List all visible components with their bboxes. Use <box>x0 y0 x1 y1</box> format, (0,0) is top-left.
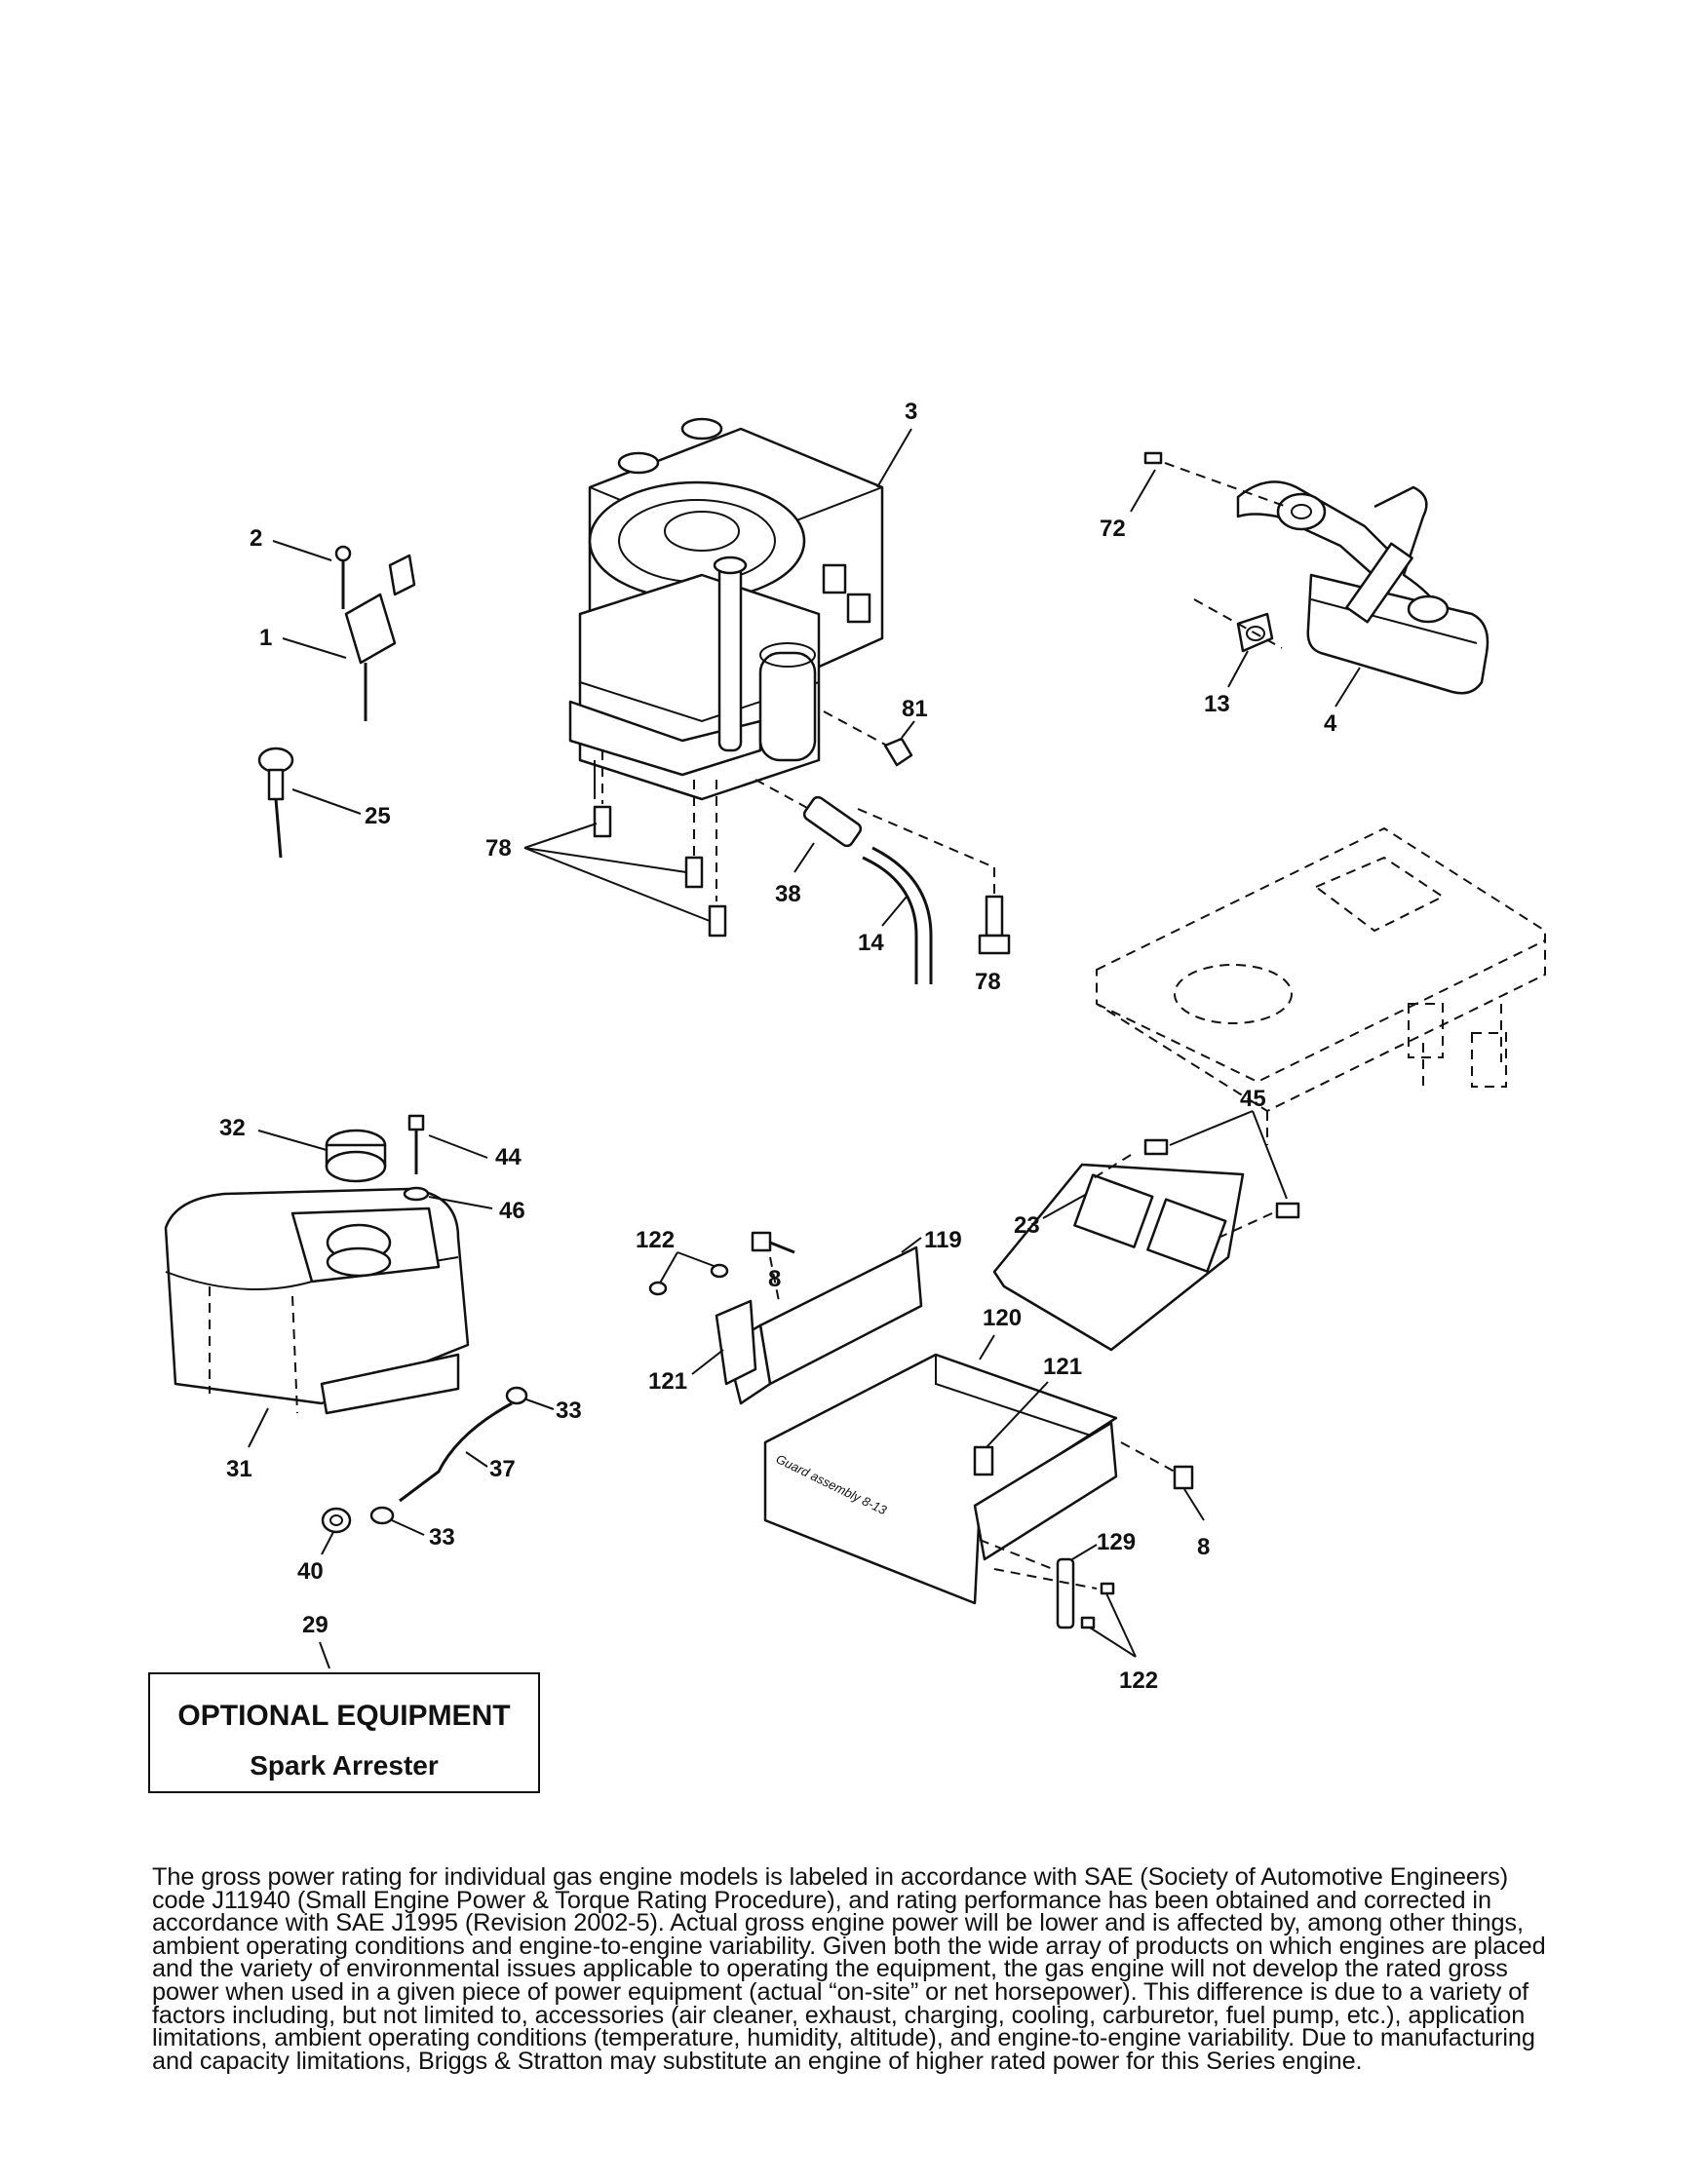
optional-equipment-item: Spark Arrester <box>250 1750 439 1781</box>
part-number-33-top: 33 <box>556 1398 582 1424</box>
part-number-121-right: 121 <box>1043 1354 1082 1380</box>
part-number-129: 129 <box>1097 1529 1136 1555</box>
part-number-44: 44 <box>495 1144 522 1170</box>
part-number-4: 4 <box>1324 710 1337 737</box>
power-rating-disclaimer: The gross power rating for individual ga… <box>152 1863 1546 2075</box>
part-number-29: 29 <box>302 1612 329 1638</box>
part-number-46: 46 <box>499 1198 525 1224</box>
part-number-45: 45 <box>1240 1086 1266 1112</box>
part-number-25: 25 <box>365 803 391 829</box>
part-number-119: 119 <box>924 1227 962 1253</box>
fuel-tank-illustration <box>164 1187 470 1415</box>
optional-equipment-box: OPTIONAL EQUIPMENT Spark Arrester <box>148 1672 540 1793</box>
engine-illustration <box>568 417 884 801</box>
part-number-120: 120 <box>983 1305 1022 1331</box>
part-number-78-right: 78 <box>975 969 1001 995</box>
plate-23-illustration <box>992 1163 1245 1352</box>
part-number-31: 31 <box>226 1456 252 1482</box>
part-number-8-upper: 8 <box>768 1266 781 1292</box>
part-number-32: 32 <box>219 1115 246 1141</box>
part-number-122-upper: 122 <box>636 1227 675 1253</box>
part-number-1: 1 <box>259 625 272 651</box>
part-number-78-left: 78 <box>485 835 512 862</box>
part-number-81: 81 <box>902 696 928 722</box>
part-number-8-lower: 8 <box>1197 1534 1210 1560</box>
part-number-3: 3 <box>905 399 917 425</box>
part-number-122-lower: 122 <box>1119 1667 1158 1694</box>
muffler-illustration <box>1236 480 1489 695</box>
part-number-121-left: 121 <box>648 1368 687 1395</box>
chassis-outline <box>1096 826 1546 1145</box>
part-number-40: 40 <box>297 1558 324 1585</box>
part-number-38: 38 <box>775 881 801 907</box>
part-number-72: 72 <box>1100 516 1126 542</box>
part-number-23: 23 <box>1014 1212 1040 1239</box>
throttle-control-illustration <box>334 545 416 721</box>
part-number-14: 14 <box>858 930 884 956</box>
optional-equipment-title: OPTIONAL EQUIPMENT <box>177 1700 511 1732</box>
part-number-2: 2 <box>250 525 262 552</box>
part-number-37: 37 <box>489 1456 516 1482</box>
part-number-13: 13 <box>1204 691 1230 717</box>
part-number-33-bottom: 33 <box>429 1524 455 1551</box>
